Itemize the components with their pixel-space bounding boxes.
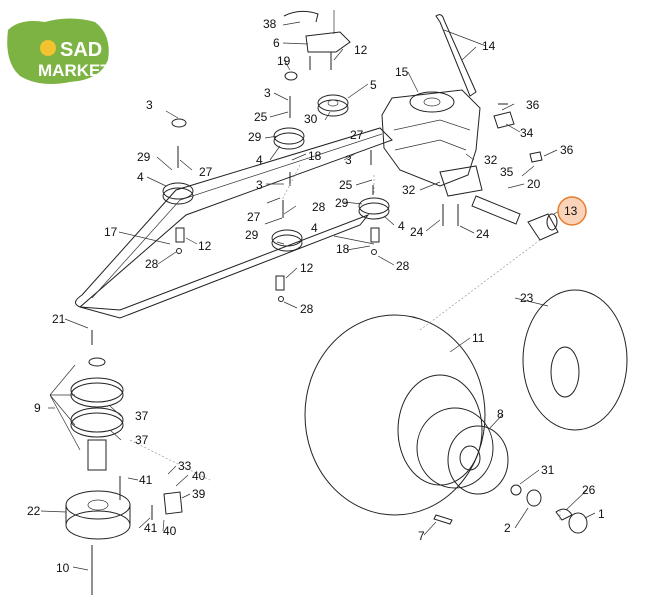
label-34: 34 — [520, 126, 534, 140]
label-21: 21 — [52, 312, 66, 326]
label-15: 15 — [395, 65, 409, 79]
cap-1 — [568, 512, 588, 534]
label-7: 7 — [418, 529, 425, 543]
label-20: 20 — [527, 177, 541, 191]
label-14: 14 — [482, 39, 496, 53]
label-13: 13 — [564, 204, 578, 218]
label-24b: 24 — [476, 227, 490, 241]
label-4b: 4 — [137, 170, 144, 184]
label-40: 40 — [192, 469, 206, 483]
flower-icon — [40, 40, 56, 56]
label-27b: 27 — [350, 128, 364, 142]
inner-tube-23 — [522, 289, 628, 431]
logo-line2: MARKET — [38, 61, 111, 80]
label-3b: 3 — [146, 98, 153, 112]
label-36: 36 — [526, 98, 540, 112]
lever-14 — [435, 14, 477, 97]
label-4c: 4 — [311, 221, 318, 235]
label-41b: 41 — [144, 521, 158, 535]
drive-belt-lower — [79, 213, 370, 319]
label-19: 19 — [277, 54, 291, 68]
label-27c: 27 — [247, 210, 261, 224]
spring-38 — [283, 10, 319, 23]
label-28: 28 — [312, 200, 326, 214]
label-31: 31 — [541, 463, 555, 477]
label-29b: 29 — [137, 150, 151, 164]
label-33: 33 — [178, 459, 192, 473]
label-38: 38 — [263, 17, 277, 31]
label-3: 3 — [264, 86, 271, 100]
valve-7 — [433, 514, 453, 525]
pulley-4a — [273, 127, 305, 145]
label-35: 35 — [500, 165, 514, 179]
label-25b: 25 — [339, 178, 353, 192]
clip-34 — [493, 111, 515, 129]
pulley-5 — [317, 94, 349, 117]
label-12b: 12 — [198, 239, 212, 253]
label-2: 2 — [504, 521, 511, 535]
electric-clutch-22 — [65, 490, 131, 540]
washer-2 — [526, 489, 542, 507]
label-12: 12 — [354, 43, 368, 57]
label-30: 30 — [304, 112, 318, 126]
idler-pulley-4 — [162, 182, 194, 200]
label-37b: 37 — [135, 433, 149, 447]
logo-line1: SAD — [60, 39, 102, 61]
label-28d: 28 — [300, 302, 314, 316]
hub-13 — [527, 213, 559, 241]
sadmarket-logo: SAD MARKET — [7, 18, 111, 84]
callout-labels: 38 6 12 19 3 5 14 15 36 34 36 3 25 30 29… — [27, 17, 605, 575]
label-37: 37 — [135, 409, 149, 423]
label-9: 9 — [34, 401, 41, 415]
transmission-15 — [381, 89, 483, 197]
label-8: 8 — [497, 407, 504, 421]
label-6: 6 — [273, 36, 280, 50]
pulley-stack-9 — [70, 357, 124, 471]
label-1: 1 — [598, 507, 605, 521]
label-5: 5 — [370, 78, 377, 92]
pulley-4c — [271, 229, 303, 247]
label-32b: 32 — [402, 183, 416, 197]
cap-3 — [171, 118, 187, 128]
label-10: 10 — [56, 561, 70, 575]
drive-belt — [75, 127, 393, 308]
spacer-12 — [175, 227, 185, 243]
cap-19 — [284, 71, 298, 81]
label-39: 39 — [192, 487, 206, 501]
axle-20 — [471, 195, 521, 225]
label-41: 41 — [139, 473, 153, 487]
label-29c: 29 — [245, 228, 259, 242]
label-29: 29 — [248, 130, 262, 144]
label-3c: 3 — [345, 153, 352, 167]
pulley-4d — [358, 197, 390, 215]
bracket-39 — [163, 491, 183, 515]
label-23: 23 — [520, 291, 534, 305]
label-27: 27 — [199, 165, 213, 179]
label-28b: 28 — [145, 257, 159, 271]
rim-8 — [416, 407, 509, 495]
label-25: 25 — [254, 110, 268, 124]
label-22: 22 — [27, 504, 41, 518]
label-4d: 4 — [398, 219, 405, 233]
label-11: 11 — [472, 331, 485, 345]
label-3d: 3 — [256, 178, 263, 192]
highlight-marker-13 — [557, 196, 587, 226]
label-29d: 29 — [335, 196, 349, 210]
label-17: 17 — [104, 225, 118, 239]
label-24: 24 — [410, 225, 424, 239]
bracket-6 — [305, 31, 351, 53]
label-40b: 40 — [163, 524, 177, 538]
label-4: 4 — [256, 153, 263, 167]
washer-31 — [510, 484, 522, 496]
label-26: 26 — [582, 483, 596, 497]
label-36b: 36 — [560, 143, 574, 157]
label-18: 18 — [308, 149, 322, 163]
label-12c: 12 — [300, 261, 314, 275]
label-32: 32 — [484, 153, 498, 167]
label-18b: 18 — [336, 242, 350, 256]
label-28c: 28 — [396, 259, 410, 273]
